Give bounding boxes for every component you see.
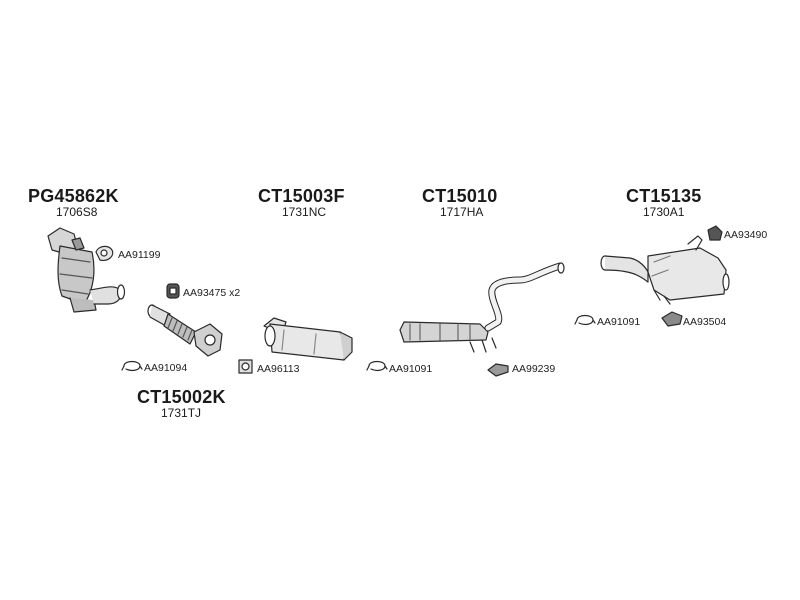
rear-silencer-drawing: [600, 235, 730, 305]
part-code-1706s8: 1706S8: [56, 205, 98, 219]
part-ref-ct15135: CT15135: [626, 186, 702, 206]
part-ref-pg45862k: PG45862K: [28, 186, 119, 206]
front-pipe-drawing: [147, 304, 223, 357]
part-code-1717ha: 1717HA: [440, 205, 484, 219]
accessory-label-aa91091-a: AA91091: [389, 363, 433, 375]
gasket-icon: [95, 245, 114, 261]
catalytic-converter-drawing: [47, 227, 126, 313]
clamp-icon: [366, 360, 388, 372]
accessory-label-aa99239: AA99239: [512, 363, 556, 375]
clamp-icon: [121, 360, 143, 372]
part-ref-ct15010: CT15010: [422, 186, 498, 206]
part-ref-ct15003f: CT15003F: [258, 186, 345, 206]
nut-icon: [166, 283, 180, 299]
part-code-1730a1: 1730A1: [643, 205, 685, 219]
hanger-icon: [661, 311, 683, 327]
accessory-label-aa93475: AA93475 x2: [183, 287, 241, 299]
accessory-label-aa93490: AA93490: [724, 229, 768, 241]
particulate-filter-drawing: [263, 317, 353, 361]
rubber-mount-icon: [707, 225, 723, 241]
part-ref-ct15002k: CT15002K: [137, 387, 226, 407]
clamp-icon: [574, 314, 596, 326]
square-gasket-icon: [238, 359, 253, 374]
part-code-1731tj: 1731TJ: [161, 406, 202, 420]
accessory-label-aa96113: AA96113: [257, 363, 300, 375]
accessory-label-aa91094: AA91094: [144, 362, 188, 374]
intermediate-pipe-drawing: [399, 262, 565, 353]
accessory-label-aa91199: AA91199: [118, 249, 161, 261]
accessory-label-aa93504: AA93504: [683, 316, 727, 328]
hanger-icon: [487, 363, 509, 377]
part-code-1731nc: 1731NC: [282, 205, 327, 219]
accessory-label-aa91091-b: AA91091: [597, 316, 641, 328]
